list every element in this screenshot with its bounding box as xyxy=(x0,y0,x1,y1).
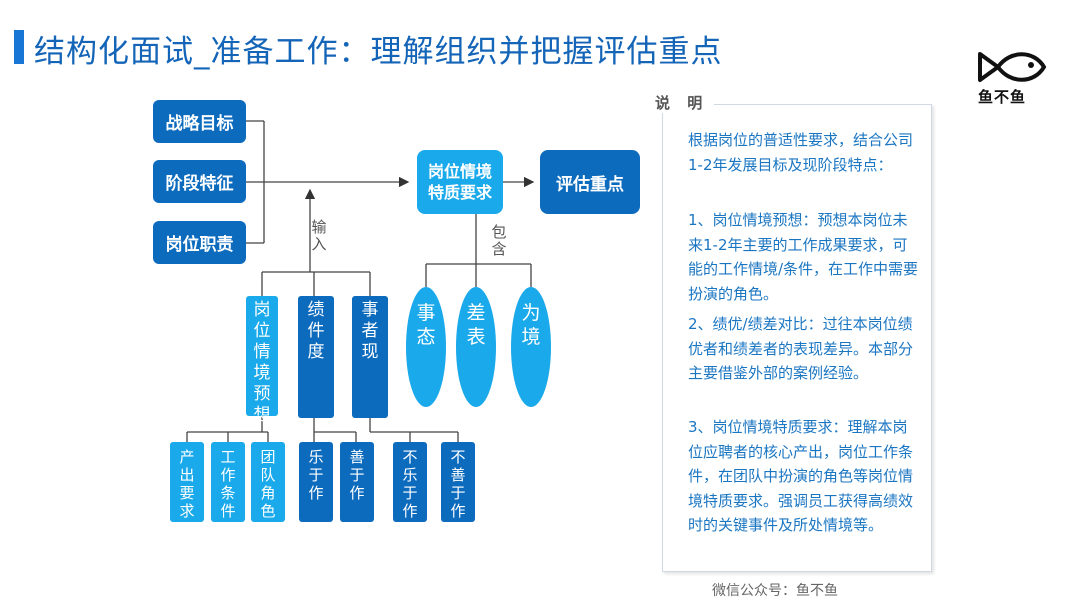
column-label: 事者现 xyxy=(361,300,379,362)
page-title: 结构化面试_准备工作：理解组织并把握评估重点 xyxy=(34,34,723,70)
center-box-line-1: 岗位情境 xyxy=(427,162,492,181)
oval-2: 差表 xyxy=(456,287,496,407)
oval-label: 差表 xyxy=(466,302,486,348)
oval-label: 事态 xyxy=(416,302,436,348)
center-box-situation-traits: 岗位情境 特质要求 xyxy=(417,150,503,214)
footer-wechat: 微信公众号：鱼不鱼 xyxy=(712,583,838,599)
input-label: 输入 xyxy=(311,218,327,253)
title-accent-bar xyxy=(14,30,24,64)
column-label: 岗位情境预想 xyxy=(253,300,271,425)
child-label: 工作条件 xyxy=(220,448,236,520)
child-team-role: 团队角色 xyxy=(251,442,285,522)
include-label: 包含 xyxy=(491,223,507,258)
child-label: 乐于作 xyxy=(308,448,324,502)
input-box-strategy: 战略目标 xyxy=(153,100,246,143)
center-box-line-2: 特质要求 xyxy=(427,183,492,202)
fish-icon xyxy=(978,52,1047,82)
column-situation-forecast: 岗位情境预想 xyxy=(246,296,278,425)
logo-text: 鱼不鱼 xyxy=(978,88,1027,106)
column-label: 绩件度 xyxy=(307,300,325,362)
notes-heading: 说 明 xyxy=(655,92,715,113)
child-label: 不乐于作 xyxy=(402,448,418,520)
notes-paragraph-1: 1、岗位情境预想：预想本岗位未来1-2年主要的工作成果要求，可能的工作情境/条件… xyxy=(688,211,919,303)
notes-paragraph-3: 3、岗位情境特质要求：理解本岗位应聘者的核心产出，岗位工作条件，在团队中扮演的角… xyxy=(688,418,914,534)
oval-label: 为境 xyxy=(521,302,541,348)
child-work-conditions: 工作条件 xyxy=(211,442,245,522)
input-box-stage: 阶段特征 xyxy=(153,160,246,203)
child-label: 善于作 xyxy=(349,448,365,502)
column-events: 事者现 xyxy=(352,296,388,418)
oval-1: 事态 xyxy=(406,287,446,407)
child-unwilling: 不乐于作 xyxy=(393,442,427,522)
input-box-duty: 岗位职责 xyxy=(153,221,246,264)
result-box-focus: 评估重点 xyxy=(540,150,640,214)
child-unable: 不善于作 xyxy=(441,442,475,522)
column-performance: 绩件度 xyxy=(298,296,334,418)
child-able: 善于作 xyxy=(340,442,374,522)
notes-paragraph-2: 2、绩优/绩差对比：过往本岗位绩优者和绩差者的表现差异。本部分主要借鉴外部的案例… xyxy=(688,315,914,382)
notes-panel xyxy=(662,104,932,572)
notes-paragraph-intro: 根据岗位的普适性要求，结合公司1-2年发展目标及现阶段特点： xyxy=(688,131,914,174)
child-label: 产出要求 xyxy=(179,448,195,520)
child-label: 团队角色 xyxy=(260,448,276,520)
child-label: 不善于作 xyxy=(450,448,466,520)
oval-3: 为境 xyxy=(511,287,551,407)
child-willing: 乐于作 xyxy=(299,442,333,522)
child-output-requirement: 产出要求 xyxy=(170,442,204,522)
